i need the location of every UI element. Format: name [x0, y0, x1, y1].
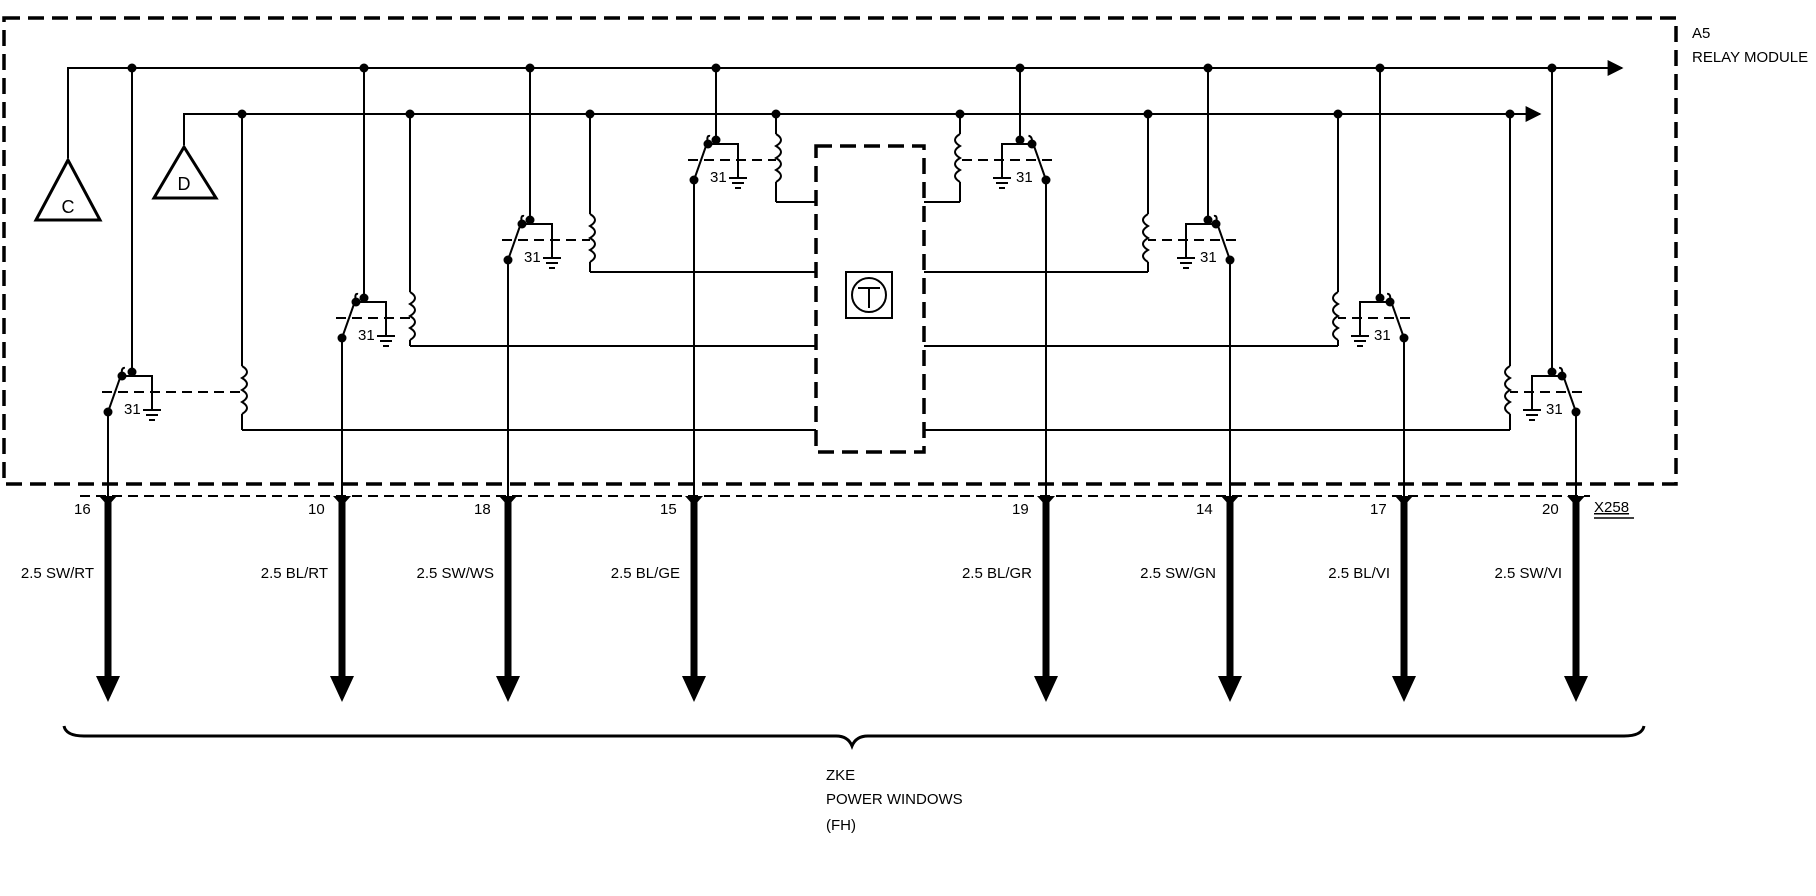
- relay-16: 31: [102, 63, 816, 496]
- pin-label: 16: [74, 501, 91, 518]
- ground-label: 31: [1016, 169, 1033, 186]
- bus-c: [67, 60, 1624, 158]
- wire-label: 2.5 SW/WS: [416, 565, 494, 582]
- relay-14: 31: [924, 63, 1236, 496]
- relay-18: 31: [502, 63, 816, 496]
- output-wire-17: 17 2.5 BL/VI: [1328, 496, 1416, 702]
- relay-group: 31 31 31 31 31 31 31 31: [102, 63, 1582, 496]
- output-wire-10: 10 2.5 BL/RT: [261, 496, 354, 702]
- destination-line1: ZKE: [826, 767, 855, 784]
- output-wires: 16 2.5 SW/RT 10 2.5 BL/RT 18 2.5 SW/WS 15 2.5 B…: [21, 496, 1588, 702]
- control-unit-box: [814, 144, 926, 454]
- module-name: RELAY MODULE: [1692, 49, 1808, 66]
- destination-line3: (FH): [826, 817, 856, 834]
- output-wire-18: 18 2.5 SW/WS: [416, 496, 520, 702]
- relay-15: 31: [688, 63, 816, 496]
- pin-label: 20: [1542, 501, 1559, 518]
- input-c-triangle: C: [33, 156, 103, 222]
- wire-label: 2.5 BL/VI: [1328, 565, 1390, 582]
- destination-line2: POWER WINDOWS: [826, 791, 963, 808]
- wire-label: 2.5 BL/GE: [611, 565, 680, 582]
- ground-label: 31: [710, 169, 727, 186]
- relay-10: 31: [336, 63, 816, 496]
- connector-id: X258: [1594, 499, 1629, 516]
- output-wire-16: 16 2.5 SW/RT: [21, 496, 120, 702]
- bus-d: [183, 106, 1542, 145]
- wire-label: 2.5 SW/GN: [1140, 565, 1216, 582]
- ground-label: 31: [358, 327, 375, 344]
- pin-label: 18: [474, 501, 491, 518]
- output-wire-14: 14 2.5 SW/GN: [1140, 496, 1242, 702]
- relay-20: 31: [924, 63, 1582, 496]
- input-c-label: C: [62, 197, 75, 217]
- pin-label: 14: [1196, 501, 1213, 518]
- ground-label: 31: [524, 249, 541, 266]
- pin-label: 10: [308, 501, 325, 518]
- wire-label: 2.5 BL/RT: [261, 565, 328, 582]
- input-d-label: D: [178, 174, 191, 194]
- module-boundary: [2, 16, 1678, 486]
- harness-brace: [62, 725, 1646, 751]
- pin-label: 19: [1012, 501, 1029, 518]
- ground-label: 31: [1200, 249, 1217, 266]
- relay-19: 31: [924, 63, 1052, 496]
- ground-label: 31: [1374, 327, 1391, 344]
- wire-label: 2.5 SW/RT: [21, 565, 94, 582]
- transistor-symbol: [845, 271, 893, 319]
- output-wire-20: 20 2.5 SW/VI: [1494, 496, 1588, 702]
- relay-17: 31: [924, 63, 1410, 496]
- wire-label: 2.5 SW/VI: [1494, 565, 1562, 582]
- wire-label: 2.5 BL/GR: [962, 565, 1032, 582]
- output-wire-19: 19 2.5 BL/GR: [962, 496, 1058, 702]
- input-d-triangle: D: [151, 144, 219, 200]
- pin-label: 15: [660, 501, 677, 518]
- module-id: A5: [1692, 25, 1710, 42]
- ground-label: 31: [1546, 401, 1563, 418]
- output-wire-15: 15 2.5 BL/GE: [611, 496, 706, 702]
- ground-label: 31: [124, 401, 141, 418]
- pin-label: 17: [1370, 501, 1387, 518]
